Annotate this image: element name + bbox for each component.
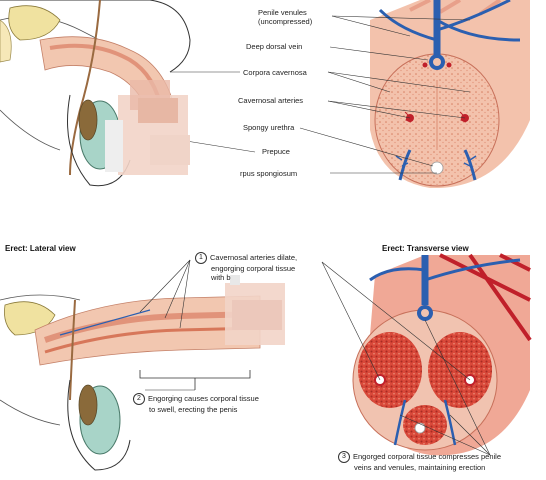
erect-lateral-title: Erect: Lateral view <box>5 244 76 253</box>
erect-lateral-illustration <box>0 283 285 471</box>
blur-mask <box>230 275 240 285</box>
erect-transverse-title: Erect: Transverse view <box>382 244 469 253</box>
label-cavernosal-arteries: Cavernosal arteries <box>238 96 304 105</box>
step-number: 1 <box>195 252 207 264</box>
blur-mask <box>150 135 190 165</box>
step1-leader-lines <box>139 259 191 329</box>
erect-leader-lines <box>321 261 491 456</box>
step-number: 3 <box>338 451 350 463</box>
blur-mask <box>138 98 178 123</box>
label-deep-dorsal-vein: Deep dorsal vein <box>246 42 303 51</box>
erect-transverse-illustration <box>352 253 532 456</box>
label-penile-venules: Penile venules (uncompressed) <box>258 8 313 26</box>
label-spongy-urethra: Spongy urethra <box>243 123 295 132</box>
step-number: 2 <box>133 393 145 405</box>
flaccid-transverse-illustration <box>370 0 530 189</box>
label-prepuce: Prepuce <box>262 147 290 156</box>
blur-mask <box>105 120 123 172</box>
blur-mask <box>232 300 282 330</box>
label-corpora-cavernosa: Corpora cavernosa <box>243 68 307 77</box>
label-corpus-spongiosum: rpus spongiosum <box>240 169 298 178</box>
flaccid-leader-lines <box>170 15 471 174</box>
